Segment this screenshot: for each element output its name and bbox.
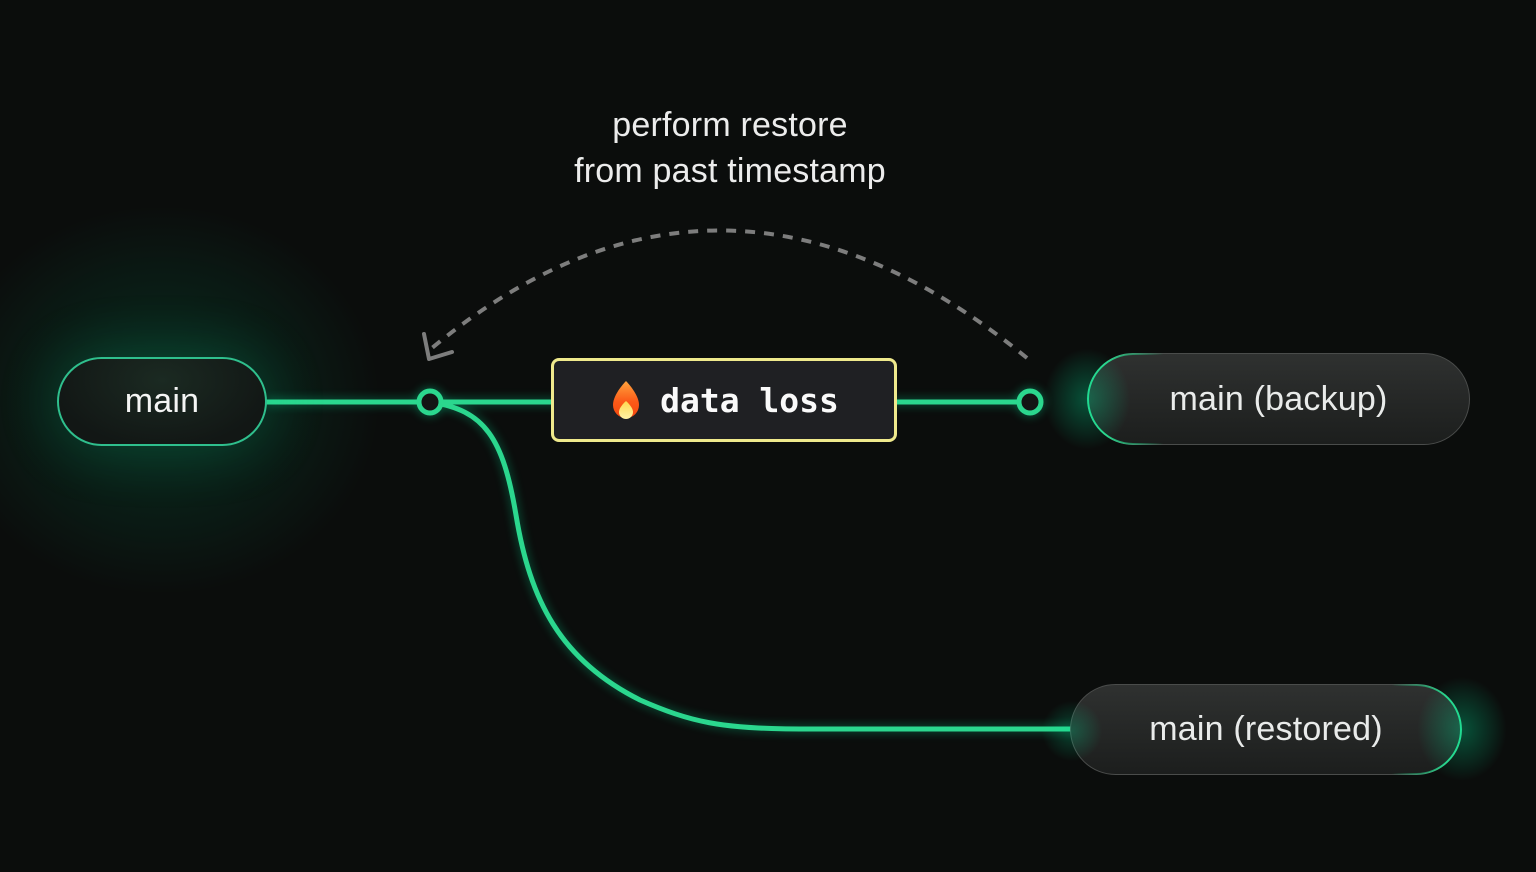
annotation-line-2: from past timestamp bbox=[574, 152, 886, 190]
restore-arc bbox=[430, 228, 1029, 360]
flame-icon bbox=[613, 381, 640, 419]
branch-label-main: main bbox=[124, 382, 200, 420]
restore-annotation: perform restore from past timestamp bbox=[480, 102, 980, 194]
data-loss-label: data loss bbox=[660, 380, 839, 420]
arrowhead-icon bbox=[422, 332, 454, 361]
branch-node-restored: main (restored) bbox=[1070, 684, 1462, 775]
annotation-line-1: perform restore bbox=[612, 106, 848, 144]
restore-arc-group bbox=[422, 228, 1029, 361]
commit-node-left bbox=[416, 388, 444, 416]
restore-branch-curve bbox=[429, 399, 1074, 732]
branch-label-backup: main (backup) bbox=[1169, 379, 1388, 418]
branch-node-main: main bbox=[57, 357, 267, 446]
branch-label-restored: main (restored) bbox=[1149, 710, 1383, 748]
branch-node-backup: main (backup) bbox=[1087, 353, 1470, 445]
commit-node-right bbox=[1016, 388, 1044, 416]
data-loss-event-box: data loss bbox=[551, 358, 897, 442]
